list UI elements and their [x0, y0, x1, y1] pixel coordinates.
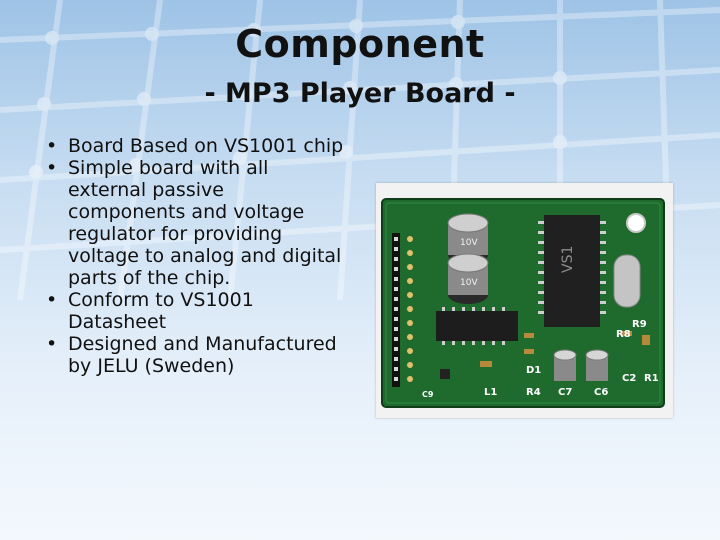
- capacitor: [585, 349, 609, 381]
- bullet-item: Simple board with all external passive c…: [46, 157, 346, 289]
- capacitor: 10V: [447, 213, 489, 264]
- svg-text:C2: C2: [622, 373, 636, 384]
- svg-text:L1: L1: [484, 387, 497, 398]
- svg-text:R4: R4: [526, 387, 541, 398]
- mp3-board-photo: 10V 10V VS1: [376, 183, 673, 418]
- svg-text:C7: C7: [558, 387, 572, 398]
- svg-text:R8: R8: [616, 329, 631, 340]
- svg-text:D1: D1: [526, 365, 541, 376]
- slide-subtitle: - MP3 Player Board -: [204, 78, 516, 109]
- mounting-hole: [626, 213, 646, 233]
- bullet-item: Board Based on VS1001 chip: [46, 135, 346, 157]
- crystal: [613, 254, 641, 308]
- bullet-list: Board Based on VS1001 chip Simple board …: [46, 135, 346, 377]
- pin-header: [392, 233, 400, 387]
- svg-text:VS1: VS1: [560, 246, 576, 273]
- vs1001-chip: VS1: [538, 215, 606, 327]
- bullet-item: Designed and Manufactured by JELU (Swede…: [46, 333, 346, 377]
- slide-title: Component: [235, 22, 485, 66]
- bullet-item: Conform to VS1001 Datasheet: [46, 289, 346, 333]
- svg-text:C6: C6: [594, 387, 608, 398]
- ic-chip: [436, 307, 518, 345]
- capacitor: [553, 349, 577, 381]
- svg-text:10V: 10V: [460, 278, 478, 288]
- svg-text:R9: R9: [632, 319, 647, 330]
- svg-text:C9: C9: [422, 390, 434, 399]
- svg-text:10V: 10V: [460, 238, 478, 248]
- svg-text:R1: R1: [644, 373, 659, 384]
- capacitor: 10V: [447, 253, 489, 304]
